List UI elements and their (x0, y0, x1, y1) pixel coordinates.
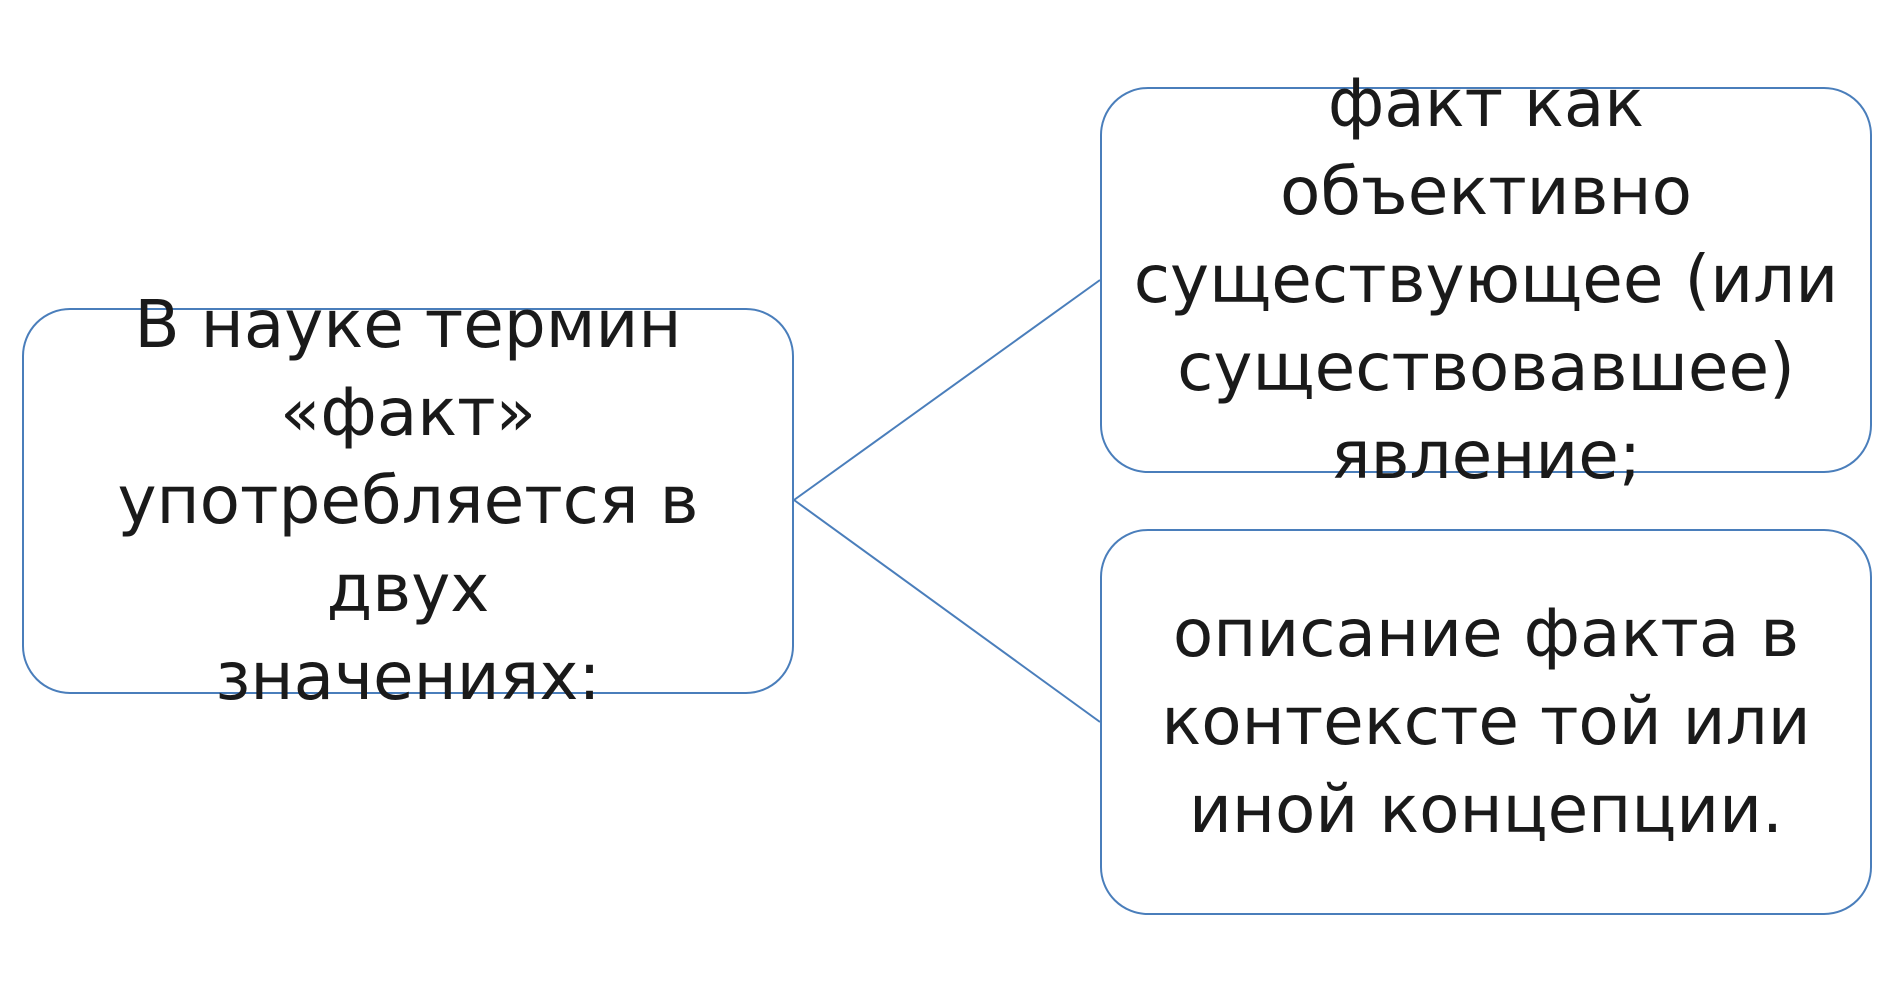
root-node-text: В науке термин «факт» употребляется в дв… (117, 286, 699, 715)
branch-node-objective-phenomenon: факт как объективно существующее (или су… (1100, 65, 1872, 494)
root-node: В науке термин «факт» употребляется в дв… (22, 286, 794, 715)
branch-node-text: описание факта в контексте той или иной … (1161, 595, 1811, 848)
branch-node-fact-description: описание факта в контексте той или иной … (1100, 529, 1872, 915)
connector-root-to-bottom (793, 499, 1101, 723)
connector-root-to-top (793, 279, 1101, 501)
branch-node-text: факт как объективно существующее (или су… (1133, 65, 1839, 494)
